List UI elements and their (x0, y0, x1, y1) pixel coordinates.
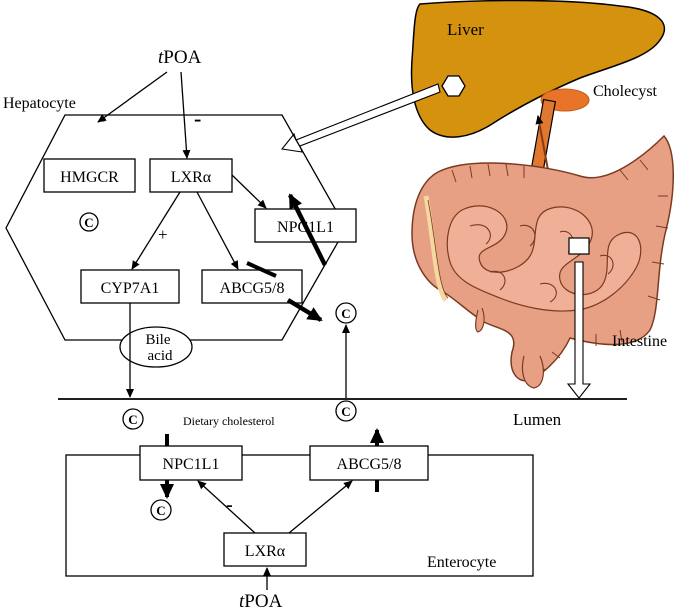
tpoa-bottom-label: tPOA (239, 591, 283, 612)
liver-shape (410, 0, 666, 138)
hepatocyte-lxr-box (149, 158, 233, 193)
hepatocyte-lxr-label: LXRα (171, 169, 212, 186)
enterocyte-lxr-to-abcg58-arrow (288, 480, 353, 534)
enterocyte-lxr-box (223, 532, 307, 567)
cholecyst-label: Cholecyst (593, 83, 658, 100)
cholesterol-icon-label: C (341, 404, 350, 419)
enterocyte-abcg58-box (309, 445, 429, 481)
enterocyte-npc1l1-box (139, 445, 243, 481)
cholesterol-icon (335, 302, 357, 324)
cholesterol-icon-label: C (128, 412, 137, 427)
cholesterol-icon (335, 400, 357, 422)
activate-plus: + (158, 225, 168, 244)
intestine-shape (411, 134, 674, 389)
hepatocyte-npc1l1-uptake-arrow (287, 193, 328, 267)
tpoa-to-lxr-arrow (180, 71, 191, 159)
abcg58-efflux-tail (246, 261, 277, 278)
enterocyte-lxr-label: LXRα (245, 543, 286, 560)
cholesterol-icon (79, 212, 99, 232)
hmgcr-label: HMGCR (60, 169, 119, 186)
cholesterol-icon (150, 499, 172, 521)
enterocyte-label: Enterocyte (427, 554, 496, 571)
enterocyte-rect (65, 454, 534, 577)
lxr-to-abcg58-arrow (196, 191, 239, 270)
lumen-label: Lumen (513, 410, 562, 429)
intestine-label: Intestine (612, 333, 667, 350)
enterocyte-abcg58-label: ABCG5/8 (337, 456, 402, 473)
lxr-to-npc1l1-arrow (231, 174, 267, 209)
inhibit-minus-2: - (194, 106, 201, 131)
tpoa-top-label: tPOA (158, 47, 202, 68)
cholesterol-icon-label: C (156, 503, 165, 518)
cholesterol-icon-label: C (84, 215, 93, 230)
hepatocyte-abcg58-label: ABCG5/8 (220, 280, 285, 297)
hepatocyte-label: Hepatocyte (3, 95, 76, 112)
cholesterol-icon-label: C (341, 306, 350, 321)
cyp7a1-label: CYP7A1 (101, 280, 160, 297)
liver-cell-hexagon (441, 75, 466, 97)
dietary-cholesterol-label: Dietary cholesterol (183, 414, 275, 428)
inhibit-minus-3: - (226, 494, 233, 516)
hepatocyte-abcg58-box (201, 269, 303, 304)
cholesterol-icon (122, 408, 144, 430)
inhibit-minus-1: - (98, 106, 105, 131)
intestine-cell-marker (568, 237, 590, 255)
hepatocyte-hexagon (5, 114, 347, 341)
bile-flow-arrow (535, 115, 549, 171)
lxr-to-cyp7a1-arrow (131, 191, 181, 270)
abcg58-efflux-arrow (286, 298, 323, 322)
bile-acid-label-2: acid (148, 348, 173, 364)
enterocyte-npc1l1-label: NPC1L1 (163, 456, 220, 473)
liver-to-hepatocyte-arrow (280, 83, 441, 153)
tpoa-to-hmgcr-arrow (97, 71, 168, 123)
enterocyte-lxr-to-npc1l1-arrow (197, 480, 256, 534)
intestine-to-lumen-arrow (566, 261, 592, 399)
bile-acid-ellipse (119, 326, 193, 368)
hmgcr-box (43, 158, 136, 193)
liver-label: Liver (447, 20, 484, 39)
bile-acid-label-1: Bile (146, 332, 171, 348)
